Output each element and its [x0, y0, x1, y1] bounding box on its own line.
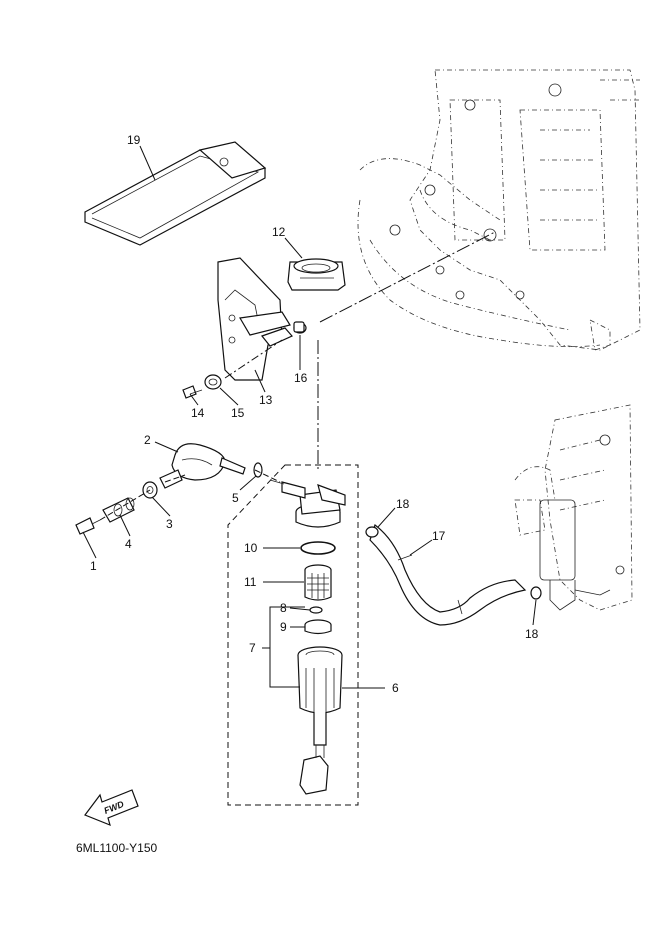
callout-10: 10 — [244, 541, 258, 555]
callout-11: 11 — [244, 575, 257, 589]
diagram-code: 6ML1100-Y150 — [76, 841, 157, 855]
callout-14: 14 — [191, 406, 205, 420]
callout-8: 8 — [280, 601, 287, 615]
part-2-hose — [159, 443, 246, 489]
engine-side-outline — [514, 404, 633, 611]
callout-7: 7 — [249, 641, 256, 655]
fwd-arrow-icon: FWD — [84, 789, 139, 827]
callout-16: 16 — [294, 371, 308, 385]
part-10-o-ring — [300, 541, 336, 555]
guide-lines — [99, 231, 496, 521]
part-18-clip-upper — [365, 526, 379, 538]
part-5-clip — [253, 462, 263, 478]
callouts: 19 12 13 16 15 14 2 5 3 4 1 10 11 8 9 7 … — [90, 133, 539, 695]
part-16-grommet — [293, 321, 307, 334]
part-15-grommet — [204, 374, 222, 390]
part-4-fitting — [102, 497, 135, 523]
part-13-bracket — [217, 257, 293, 381]
part-9-float — [304, 619, 332, 635]
callout-4: 4 — [125, 537, 132, 551]
part-14-bolt — [182, 385, 203, 399]
callout-18-upper: 18 — [396, 497, 410, 511]
part-6-filter-cup — [297, 646, 343, 795]
callout-5: 5 — [232, 491, 239, 505]
part-11-element — [304, 564, 332, 601]
callout-2: 2 — [144, 433, 151, 447]
part-17-fuel-hose — [369, 524, 527, 626]
callout-18-lower: 18 — [525, 627, 539, 641]
part-12-clamp — [287, 258, 346, 291]
leader-lines — [82, 145, 537, 689]
part-19-bag — [84, 141, 267, 246]
callout-12: 12 — [272, 225, 286, 239]
engine-block-outline — [357, 69, 641, 351]
callout-9: 9 — [280, 620, 287, 634]
callout-17: 17 — [432, 529, 446, 543]
callout-6: 6 — [392, 681, 399, 695]
callout-1: 1 — [90, 559, 97, 573]
callout-3: 3 — [166, 517, 173, 531]
callout-13: 13 — [259, 393, 273, 407]
part-8-ring — [309, 606, 323, 614]
filter-head — [269, 479, 346, 528]
part-18-clip-lower — [530, 586, 542, 600]
filter-assembly-box — [227, 464, 359, 806]
callout-15: 15 — [231, 406, 245, 420]
part-1-bolt — [75, 517, 101, 535]
callout-19: 19 — [127, 133, 141, 147]
